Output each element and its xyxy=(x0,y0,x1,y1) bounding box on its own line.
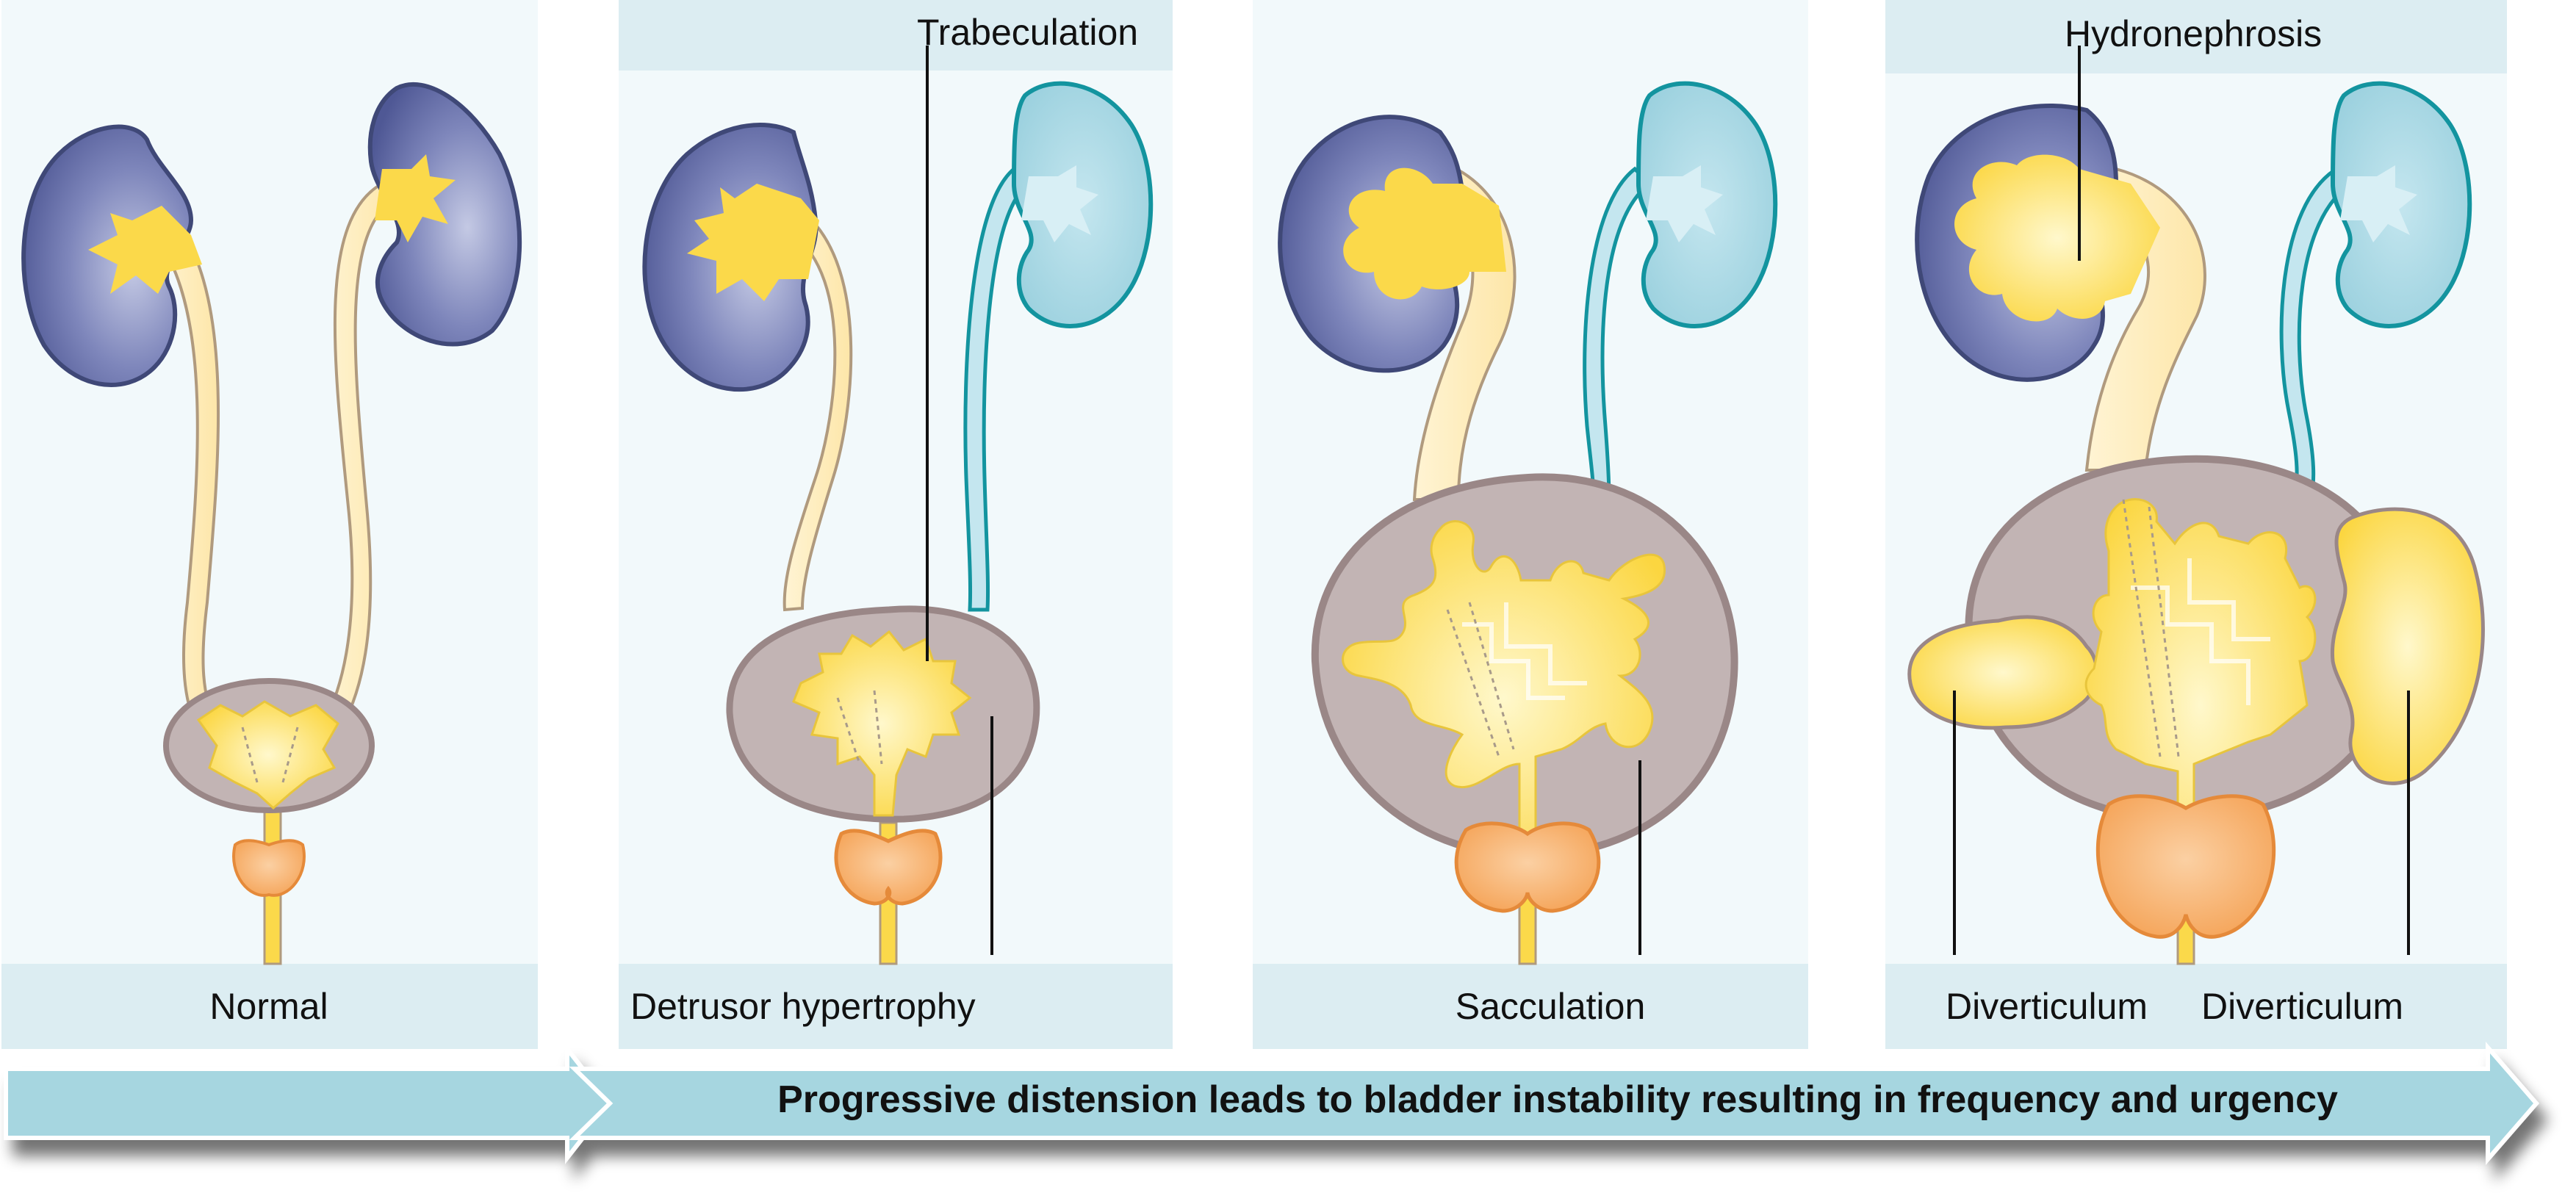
detrusor-hypertrophy-urinary-tract xyxy=(642,81,1154,965)
normal-right-kidney xyxy=(367,82,522,347)
label-trabeculation: Trabeculation xyxy=(917,12,1138,53)
progression-arrow xyxy=(4,1041,2539,1166)
normal-prostate xyxy=(232,839,306,897)
sacculation-prostate xyxy=(1454,821,1601,913)
hydronephrosis-bladder xyxy=(1907,455,2485,912)
banner-text: Progressive distension leads to bladder … xyxy=(777,1078,2338,1121)
label-detrusor-hypertrophy: Detrusor hypertrophy xyxy=(630,986,976,1027)
hypertrophy-prostate xyxy=(834,829,943,906)
hypertrophy-bladder xyxy=(726,605,1040,823)
hydronephrosis-prostate xyxy=(2095,794,2276,939)
label-diverticulum-left: Diverticulum xyxy=(1946,986,2148,1027)
label-hydronephrosis: Hydronephrosis xyxy=(2065,13,2322,54)
hydronephrosis-urinary-tract xyxy=(1907,81,2485,965)
sacculation-bladder xyxy=(1311,473,1738,876)
normal-left-kidney xyxy=(21,124,202,387)
normal-bladder xyxy=(163,678,375,813)
sacculation-urinary-tract xyxy=(1278,81,1778,965)
normal-urinary-tract xyxy=(21,82,522,965)
leader-lines xyxy=(926,46,2410,955)
label-diverticulum-right: Diverticulum xyxy=(2201,986,2403,1027)
label-normal: Normal xyxy=(209,986,328,1027)
label-sacculation: Sacculation xyxy=(1456,986,1646,1027)
